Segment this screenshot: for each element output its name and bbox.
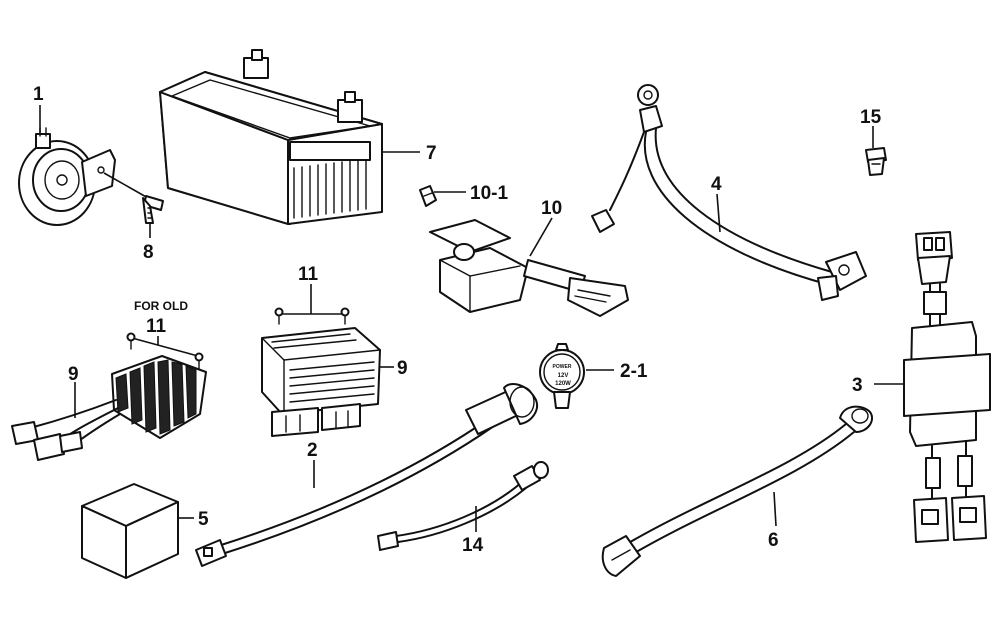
horn xyxy=(18,127,116,226)
bolt xyxy=(103,172,164,224)
socket-cap-text-power: POWER xyxy=(553,364,572,370)
battery-cable xyxy=(591,84,867,301)
fuse-clip xyxy=(419,185,437,207)
regulator-new-screws-callout: 11 xyxy=(298,264,319,285)
regulator-old-fins xyxy=(115,359,197,435)
relay-harness xyxy=(903,231,991,543)
ground-cable-callout: 6 xyxy=(768,530,779,551)
regulator-new xyxy=(261,327,381,437)
battery xyxy=(159,49,383,225)
power-socket-harness xyxy=(195,383,538,567)
ground-cable-leader xyxy=(773,491,777,527)
ground-cable xyxy=(601,405,874,577)
bulb-callout: 15 xyxy=(860,107,882,128)
regulator-old-screws-callout: 11 xyxy=(146,316,167,337)
regulator-screws-new xyxy=(274,284,350,325)
bulb xyxy=(865,147,887,176)
socket-cap-callout: 2-1 xyxy=(620,361,648,382)
regulator-old-callout: 9 xyxy=(68,364,79,385)
battery-ribs xyxy=(293,159,367,219)
regulator-screws-old xyxy=(126,332,204,370)
foam-block xyxy=(81,483,179,579)
fuse-clip-callout: 10-1 xyxy=(470,183,508,204)
power-socket-cap: POWER 12V 120W xyxy=(539,343,585,409)
regulator-new-fins xyxy=(271,333,375,403)
regulator-new-callout: 9 xyxy=(397,358,408,379)
socket-cap-text-watt: 120W xyxy=(555,381,571,387)
fuse-holder-callout: 10 xyxy=(541,198,562,219)
small-wire xyxy=(377,461,549,551)
small-wire-callout: 14 xyxy=(462,535,484,556)
fuse-holder xyxy=(429,219,629,317)
fuse-holder-leader xyxy=(529,217,553,257)
bolt-callout: 8 xyxy=(143,242,154,263)
battery-cable-leader xyxy=(716,193,721,233)
block-callout: 5 xyxy=(198,509,209,530)
socket-harness-callout: 2 xyxy=(307,440,318,461)
battery-callout: 7 xyxy=(426,143,437,164)
battery-cable-callout: 4 xyxy=(711,174,722,195)
relay-callout: 3 xyxy=(852,375,863,396)
for-old-note: FOR OLD xyxy=(134,299,188,313)
regulator-old xyxy=(11,355,207,461)
horn-callout: 1 xyxy=(33,84,44,105)
socket-cap-text-voltage: 12V xyxy=(558,373,569,379)
